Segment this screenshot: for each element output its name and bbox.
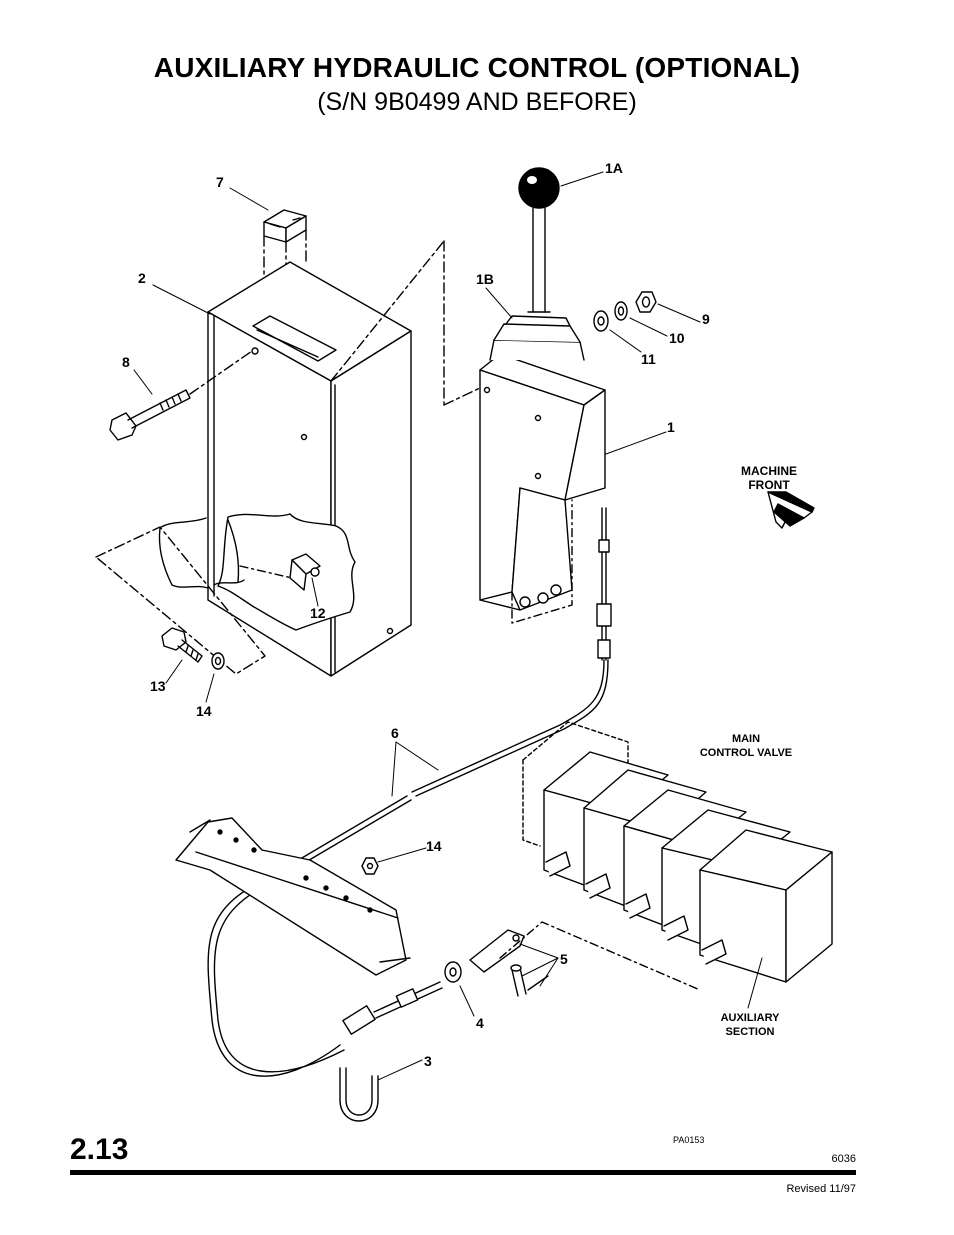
callout-14-upper: 14 (196, 703, 212, 719)
callout-1B: 1B (476, 271, 494, 287)
callout-7: 7 (216, 174, 224, 190)
main-control-valve (499, 721, 833, 991)
callout-11: 11 (641, 351, 656, 367)
callout-14-lower: 14 (426, 838, 442, 854)
callout-9: 9 (702, 311, 710, 327)
callout-5: 5 (560, 951, 568, 967)
callout-1: 1 (667, 419, 675, 435)
nut-part-9 (635, 291, 657, 313)
decal-part-7 (263, 209, 307, 296)
footer-rule (70, 1170, 856, 1175)
callout-2: 2 (138, 270, 146, 286)
u-bolt-part-3 (339, 1067, 379, 1122)
callout-6: 6 (391, 725, 399, 741)
mounting-bracket (175, 817, 411, 976)
washer-part-14 (211, 652, 225, 670)
screw-part-13 (161, 627, 203, 663)
revision-note: Revised 11/97 (786, 1183, 856, 1195)
main-valve-label-line2: CONTROL VALVE (700, 747, 792, 759)
clevis-part-5 (469, 929, 549, 997)
machine-front-arrow (767, 491, 815, 529)
callout-3: 3 (424, 1053, 432, 1069)
control-valve-part-1 (479, 315, 606, 624)
enclosure-part-2 (158, 261, 412, 677)
washer-part-11 (593, 310, 609, 332)
callout-4: 4 (476, 1015, 484, 1031)
figure-code: PA0153 (673, 1135, 705, 1145)
main-valve-label-line1: MAIN (732, 733, 760, 745)
leader-lines (133, 171, 763, 1081)
page-title: AUXILIARY HYDRAULIC CONTROL (OPTIONAL) (153, 52, 801, 83)
aux-section-label-line2: SECTION (726, 1026, 775, 1038)
cable-part-6 (207, 507, 612, 1077)
page-subtitle: (S/N 9B0499 AND BEFORE) (317, 88, 637, 116)
aux-section-label-line1: AUXILIARY (721, 1012, 781, 1024)
machine-front-label-line1: MACHINE (741, 464, 797, 478)
callout-1A: 1A (605, 160, 623, 176)
nut-part-14-lower (361, 857, 379, 875)
callout-8: 8 (122, 354, 130, 370)
bolt-part-8 (109, 350, 253, 441)
callout-12: 12 (310, 605, 326, 621)
callout-13: 13 (150, 678, 166, 694)
nut-part-4 (444, 961, 462, 983)
section-number: 2.13 (70, 1133, 129, 1166)
callout-10: 10 (669, 330, 685, 346)
page-code: 6036 (831, 1153, 856, 1165)
lever-part-1A (518, 167, 560, 313)
machine-front-label-line2: FRONT (748, 478, 790, 492)
lockwasher-part-10 (614, 301, 628, 321)
